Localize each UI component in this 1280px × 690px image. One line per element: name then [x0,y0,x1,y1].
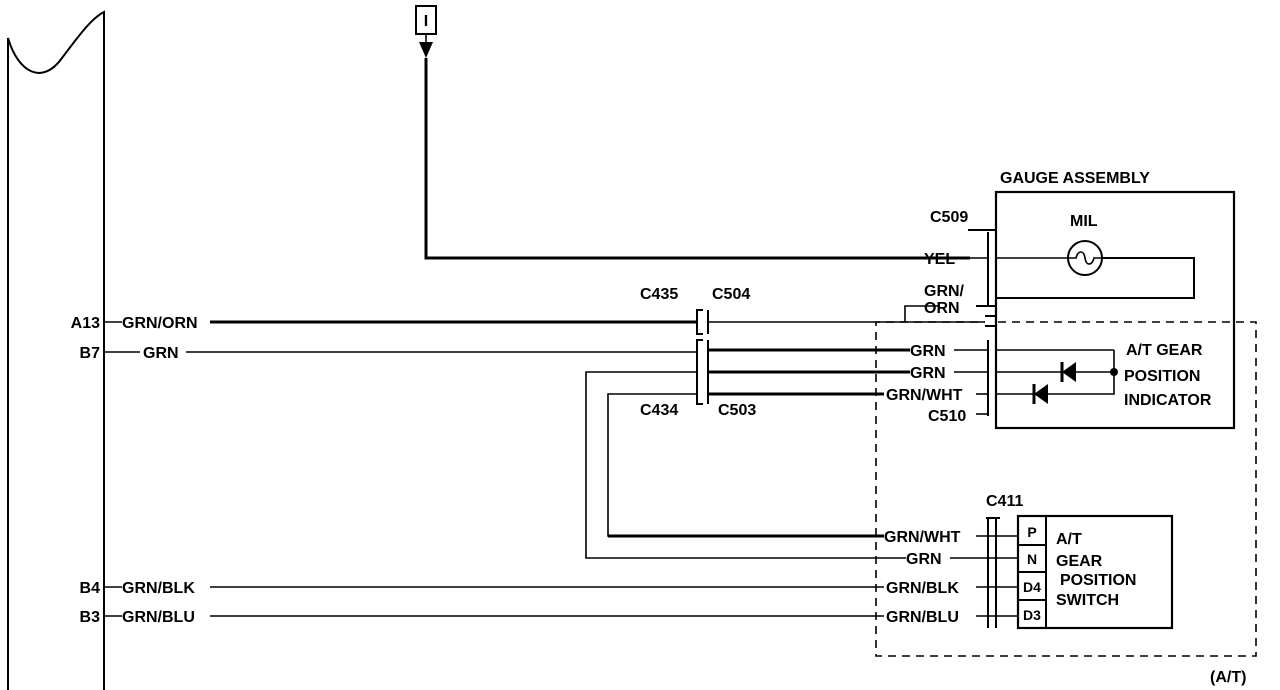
connector-c434 [696,339,703,405]
wire-label-c411-grnwht: GRN/WHT [884,529,961,546]
mil-return-wire [996,257,1195,299]
label-c504: C504 [712,286,750,303]
at-option-border [875,321,1257,657]
indicator-label-2: POSITION [1124,368,1200,385]
fuse-arrow [419,42,433,58]
wire-label-yel: YEL [924,251,955,268]
label-c435: C435 [640,286,678,303]
wire-label-grnorn-2: ORN [924,300,960,317]
pin-b3: B3 [80,609,101,626]
pin-b4: B4 [80,580,101,597]
connector-c435 [696,309,703,335]
indicator-label-3: INDICATOR [1124,392,1212,409]
switch-pin-d4: D4 [1023,579,1041,595]
label-c509: C509 [930,209,968,226]
switch-pin-d3: D3 [1023,607,1041,623]
wire-yel [424,58,970,260]
wire-a13-right [708,305,940,323]
switch-pin-n: N [1027,551,1037,567]
wire-label-b7: GRN [143,345,179,362]
wire-label-c411-grnblk: GRN/BLK [886,580,959,597]
junction-dot [1110,368,1118,376]
label-c434: C434 [640,402,678,419]
label-c411: C411 [986,493,1023,510]
wire-label-c510-grn-2: GRN [910,365,946,382]
wire-label-a13: GRN/ORN [122,315,198,332]
switch-label-3: POSITION [1060,572,1136,589]
indicator-wire-d2 [1048,350,1115,395]
gauge-title: GAUGE ASSEMBLY [1000,170,1150,187]
wire-label-b4: GRN/BLK [122,580,195,597]
switch-label-2: GEAR [1056,553,1103,570]
gauge-assembly-box [994,190,1236,430]
wire-grn-loop [585,371,906,559]
wire-label-c510-grn-1: GRN [910,343,946,360]
indicator-label-1: A/T GEAR [1126,342,1203,359]
switch-label-1: A/T [1056,531,1082,548]
diode-2-icon [1034,384,1048,404]
mil-filament-icon [1068,251,1102,265]
diode-1-icon [1062,362,1076,382]
pin-a13: A13 [71,315,100,332]
wire-label-grnorn-1: GRN/ [924,283,965,300]
label-c503: C503 [718,402,756,419]
label-c510: C510 [928,408,966,425]
wire-label-c510-grnwht: GRN/WHT [886,387,963,404]
mil-label: MIL [1070,213,1098,230]
wire-label-b3: GRN/BLU [122,609,195,626]
at-option-label: (A/T) [1210,669,1246,686]
ecm-module [7,10,105,690]
switch-pin-p: P [1027,524,1036,540]
wire-label-c411-grn: GRN [906,551,942,568]
pin-b7: B7 [80,345,101,362]
fuse-label: I [424,13,428,30]
switch-label-4: SWITCH [1056,592,1119,609]
wire-label-c411-grnblu: GRN/BLU [886,609,959,626]
